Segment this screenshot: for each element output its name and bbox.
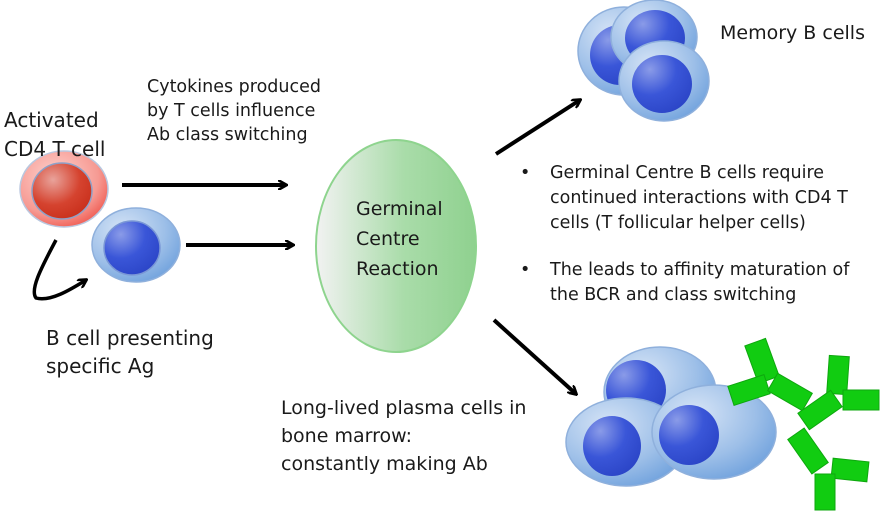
- bullet-line: Germinal Centre B cells require: [550, 163, 825, 183]
- label-line: specific Ag: [46, 354, 155, 378]
- activated-t-cell-icon: [19, 150, 109, 228]
- b-cell-icon: [91, 207, 181, 283]
- bullet-line: The leads to affinity maturation of: [550, 260, 850, 280]
- bullet-line: continued interactions with CD4 T: [550, 188, 848, 208]
- memory-b-cells-label: Memory B cells: [720, 22, 865, 44]
- curved-arrow-icon: [32, 239, 86, 301]
- bullet-list: • Germinal Centre B cells require contin…: [520, 161, 849, 330]
- label-line: by T cells influence: [147, 101, 316, 121]
- label-line: constantly making Ab: [281, 453, 488, 475]
- bullet-icon: •: [520, 163, 531, 183]
- label-line: CD4 T cell: [4, 137, 106, 161]
- b-cell-presenting-label: B cell presenting specific Ag: [46, 324, 214, 380]
- antibody-icon: [727, 337, 880, 511]
- label-line: Cytokines produced: [147, 77, 322, 97]
- label-line: Ab class switching: [147, 125, 308, 145]
- arrow-gc-to-memory: [494, 100, 580, 156]
- germinal-centre-label: Germinal Centre Reaction: [356, 194, 443, 284]
- bullet-item: • Germinal Centre B cells require contin…: [520, 161, 849, 236]
- activated-t-cell-label: Activated CD4 T cell: [4, 106, 105, 164]
- label-line: Reaction: [356, 258, 439, 280]
- label-line: Activated: [4, 108, 99, 132]
- label-line: B cell presenting: [46, 326, 214, 350]
- cytokines-label: Cytokines produced by T cells influence …: [147, 75, 321, 147]
- memory-b-cells-icon: [577, 0, 710, 122]
- bullet-icon: •: [520, 260, 531, 280]
- plasma-cells-label: Long-lived plasma cells in bone marrow: …: [281, 394, 526, 478]
- label-line: Centre: [356, 228, 420, 250]
- label-line: bone marrow:: [281, 425, 413, 447]
- plasma-cells-icon: [565, 346, 777, 487]
- label-line: Long-lived plasma cells in: [281, 397, 527, 419]
- germinal-centre-ellipse: [315, 139, 477, 353]
- arrow-gc-to-plasma: [492, 318, 576, 394]
- bullet-item: • The leads to affinity maturation of th…: [520, 258, 849, 308]
- bullet-line: the BCR and class switching: [550, 285, 797, 305]
- label-line: Germinal: [356, 198, 443, 220]
- bullet-line: cells (T follicular helper cells): [550, 213, 806, 233]
